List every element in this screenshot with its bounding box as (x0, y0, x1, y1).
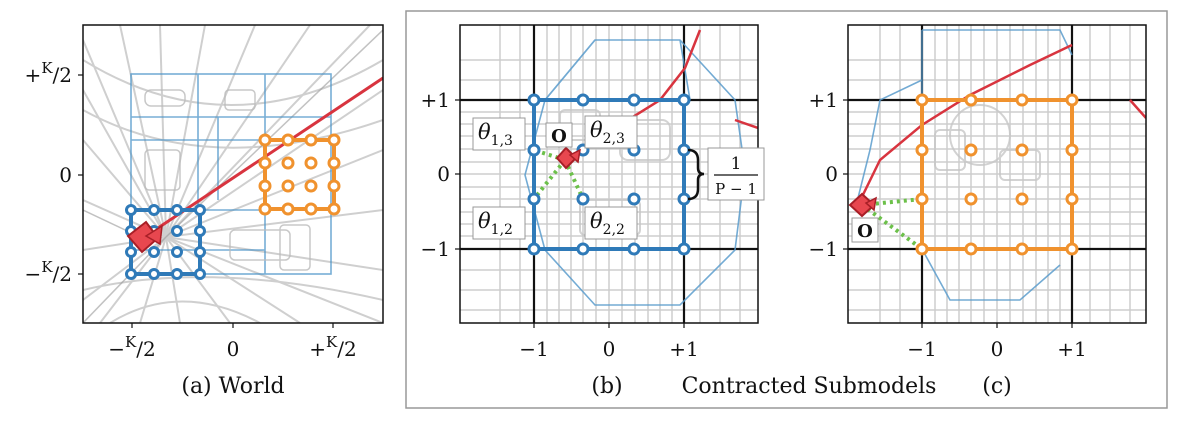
orange-grid-points (915, 93, 1079, 256)
x-tick-right: +1 (669, 337, 698, 361)
y-tick-top: +1 (809, 88, 838, 112)
y-tick-zero: 0 (825, 162, 838, 186)
orange-submodel (258, 133, 341, 216)
contracted-frame (405, 10, 1168, 409)
x-tick-zero: 0 (227, 337, 240, 361)
svg-text:θ1,3: θ1,3 (478, 120, 513, 149)
blue-submodel (125, 204, 206, 280)
svg-text:O: O (551, 126, 567, 147)
x-tick-zero: 0 (603, 337, 616, 361)
camera-icon (555, 146, 581, 170)
panel-c: +1 0 −1 −1 0 +1 O (c) (809, 24, 1147, 399)
y-tick-zero: 0 (437, 162, 450, 186)
panel-c-plot-area (848, 25, 1146, 323)
spacing-fraction: 1 P − 1 (707, 147, 765, 201)
origin-label: O (545, 122, 573, 148)
origin-label: O (851, 217, 879, 243)
caption-c: (c) (982, 374, 1012, 399)
fine-grid (848, 25, 1146, 323)
svg-text:θ1,2: θ1,2 (478, 209, 513, 238)
x-tick-right: +1 (1057, 337, 1086, 361)
theta-2-3-label: θ2,3 (584, 115, 638, 149)
orange-submodel (920, 98, 1074, 251)
svg-text:P − 1: P − 1 (715, 180, 757, 198)
camera-ray (856, 43, 1073, 206)
y-tick-bottom: −1 (421, 237, 450, 261)
spacing-brace (687, 148, 705, 201)
svg-text:θ2,2: θ2,2 (590, 209, 625, 238)
camera-icon (848, 192, 877, 218)
x-tick-left: −1 (907, 337, 936, 361)
y-tick-bottom: −K/2 (25, 258, 72, 286)
svg-text:1: 1 (731, 154, 742, 174)
x-tick-left: −K/2 (108, 333, 155, 361)
y-tick-zero: 0 (59, 163, 72, 187)
theta-1-3-label: θ1,3 (472, 117, 526, 151)
shared-caption: Contracted Submodels (682, 374, 937, 399)
panel-a-plot-area (83, 25, 383, 323)
blue-submodel (532, 98, 686, 251)
x-tick-zero: 0 (991, 337, 1004, 361)
scene-sketch (144, 89, 311, 271)
x-tick-right: +K/2 (309, 333, 356, 361)
contracted-scene (854, 29, 1073, 301)
camera-icon (126, 220, 163, 254)
y-tick-top: +1 (421, 88, 450, 112)
caption-b: (b) (591, 374, 622, 399)
theta-2-2-label: θ2,2 (584, 206, 638, 240)
svg-text:O: O (857, 221, 873, 242)
y-tick-top: +K/2 (25, 59, 72, 87)
panel-b: +1 0 −1 −1 0 +1 O θ1,3 θ2,3 θ1,2 θ2,2 (421, 24, 765, 399)
caption-a: (a) World (181, 374, 284, 399)
theta-1-2-label: θ1,2 (472, 206, 526, 240)
y-tick-bottom: −1 (809, 237, 838, 261)
x-tick-left: −1 (519, 337, 548, 361)
panel-a: +K/2 0 −K/2 −K/2 0 +K/2 (a) World (25, 24, 384, 399)
interpolation-lines (860, 197, 924, 251)
svg-text:θ2,3: θ2,3 (590, 118, 625, 147)
